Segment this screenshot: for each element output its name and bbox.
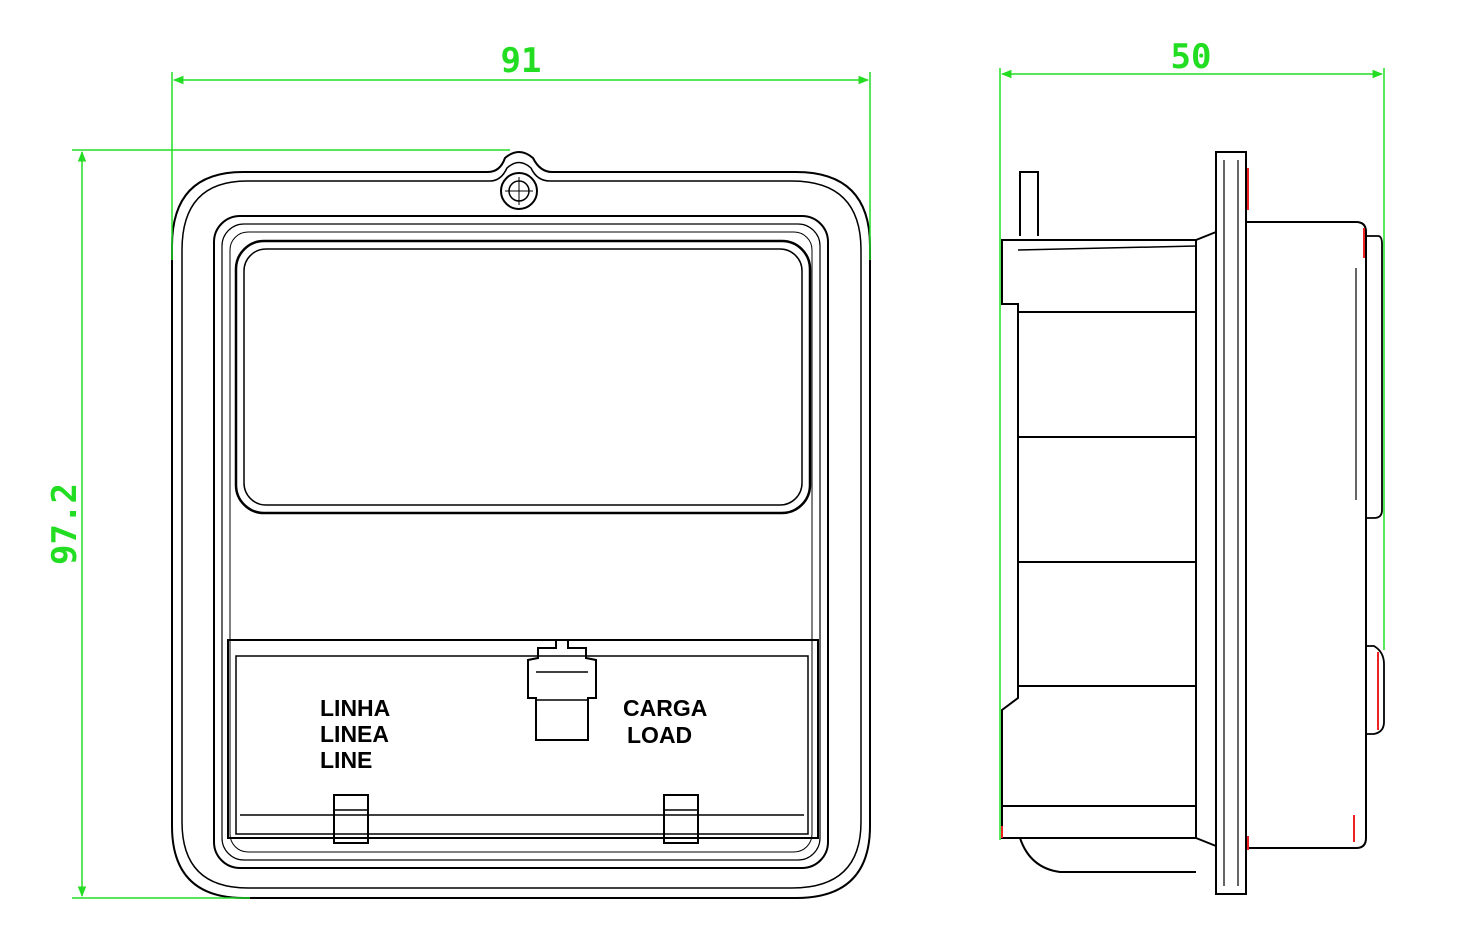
line-label-group: LINHA LINEA LINE bbox=[320, 695, 390, 773]
side-top-hook bbox=[1019, 171, 1039, 236]
load-label-1: CARGA bbox=[623, 695, 707, 721]
bottom-clip-right bbox=[663, 794, 699, 844]
front-inner-frame bbox=[213, 215, 829, 869]
side-depth-label: 50 bbox=[1171, 37, 1212, 77]
front-height-dimension bbox=[72, 149, 510, 899]
front-outer-housing-inner bbox=[181, 161, 862, 889]
terminal-cover bbox=[227, 639, 819, 839]
side-flange bbox=[1215, 151, 1247, 895]
terminal-cover-inner bbox=[235, 655, 809, 835]
display-window bbox=[234, 239, 812, 515]
display-window-inner bbox=[243, 248, 803, 506]
side-depth-dimension bbox=[999, 68, 1385, 840]
front-view bbox=[171, 151, 871, 899]
load-label-2: LOAD bbox=[627, 722, 692, 748]
screw-hole bbox=[500, 172, 538, 210]
front-inner-frame-2 bbox=[221, 223, 821, 861]
center-latch bbox=[527, 640, 597, 741]
line-label-1: LINHA bbox=[320, 695, 390, 721]
front-outer-housing bbox=[171, 151, 871, 899]
front-width-label: 91 bbox=[501, 41, 542, 81]
side-meter-body bbox=[1001, 239, 1197, 839]
front-height-label: 97.2 bbox=[45, 483, 85, 565]
side-bottom-lip bbox=[1019, 837, 1196, 873]
side-view bbox=[1001, 151, 1385, 895]
side-rear-cover bbox=[1246, 221, 1367, 849]
front-inner-frame-3 bbox=[229, 231, 813, 853]
front-width-dimension bbox=[171, 72, 871, 260]
bottom-clip-left bbox=[333, 794, 369, 844]
line-label-3: LINE bbox=[320, 747, 372, 773]
line-label-2: LINEA bbox=[320, 721, 389, 747]
load-label-group: CARGA LOAD bbox=[623, 695, 707, 748]
